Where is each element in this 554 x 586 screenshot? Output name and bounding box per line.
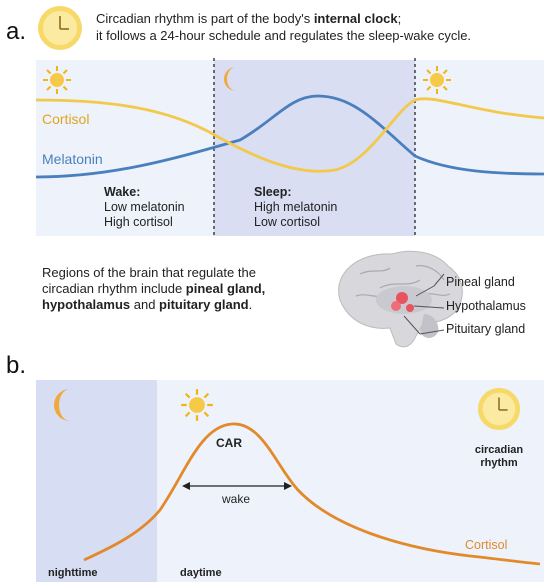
intro-line1-post: ; bbox=[397, 11, 402, 26]
brain-text-3-bold2: pituitary gland bbox=[159, 297, 249, 312]
daytime-label: daytime bbox=[180, 567, 222, 579]
wake-arrow-left-head bbox=[182, 482, 190, 490]
wake-arrow-right-head bbox=[284, 482, 292, 490]
clock-icon bbox=[38, 6, 82, 50]
panel-a-letter: a. bbox=[6, 18, 27, 45]
melatonin-curve bbox=[35, 94, 545, 179]
clock-label: circadian rhythm bbox=[466, 444, 532, 470]
sleep-line1: High melatonin bbox=[254, 200, 338, 214]
sun-icon bbox=[181, 389, 213, 421]
cortisol-curve-b bbox=[83, 422, 541, 566]
moon-icon bbox=[54, 389, 70, 421]
brain-label-pineal: Pineal gland bbox=[446, 275, 515, 289]
wake-title: Wake: bbox=[104, 185, 141, 199]
brain-text-3-post: . bbox=[248, 297, 253, 312]
brain-text-3-mid: and bbox=[130, 297, 160, 312]
brain-text-3-bold1: hypothalamus bbox=[42, 297, 131, 312]
intro-line2: it follows a 24-hour schedule and regula… bbox=[96, 28, 472, 43]
brain-text-2-pre: circadian rhythm include bbox=[42, 281, 186, 296]
clock-label-2: rhythm bbox=[480, 457, 518, 469]
sun-icon bbox=[43, 66, 71, 94]
nighttime-label: nighttime bbox=[48, 567, 98, 579]
sleep-box: Sleep: High melatonin Low cortisol bbox=[254, 185, 337, 230]
melatonin-label: Melatonin bbox=[42, 151, 103, 167]
cortisol-label-b: Cortisol bbox=[465, 538, 508, 552]
moon-icon bbox=[224, 67, 236, 91]
wake-line1: Low melatonin bbox=[104, 200, 185, 214]
intro-line1-bold: internal clock bbox=[313, 11, 398, 26]
panel-b-night-band bbox=[36, 380, 157, 582]
clock-icon bbox=[477, 387, 521, 431]
car-label: CAR bbox=[216, 436, 242, 450]
panel-a-diagram bbox=[35, 58, 545, 238]
brain-label-hypothalamus: Hypothalamus bbox=[446, 299, 526, 313]
panel-b-letter: b. bbox=[6, 352, 27, 379]
sun-icon bbox=[423, 66, 451, 94]
sleep-line2: Low cortisol bbox=[254, 215, 320, 229]
brain-text: Regions of the brain that regulate the c… bbox=[42, 265, 322, 313]
panel-a-night-band bbox=[214, 60, 415, 236]
wake-box: Wake: Low melatonin High cortisol bbox=[104, 185, 185, 230]
wake-line2: High cortisol bbox=[104, 215, 173, 229]
brain-text-1: Regions of the brain that regulate the bbox=[42, 265, 256, 280]
brain-text-2-bold: pineal gland, bbox=[185, 281, 266, 296]
cortisol-curve bbox=[35, 97, 545, 173]
cortisol-label: Cortisol bbox=[42, 111, 90, 127]
sleep-title: Sleep: bbox=[254, 185, 292, 199]
brain-icon bbox=[338, 250, 463, 348]
brain-label-pituitary: Pituitary gland bbox=[446, 322, 526, 336]
clock-label-1: circadian bbox=[474, 444, 524, 456]
wake-label: wake bbox=[222, 492, 251, 506]
intro-text: Circadian rhythm is part of the body's i… bbox=[96, 10, 546, 44]
intro-line1-pre: Circadian rhythm is part of the body's bbox=[96, 11, 314, 26]
